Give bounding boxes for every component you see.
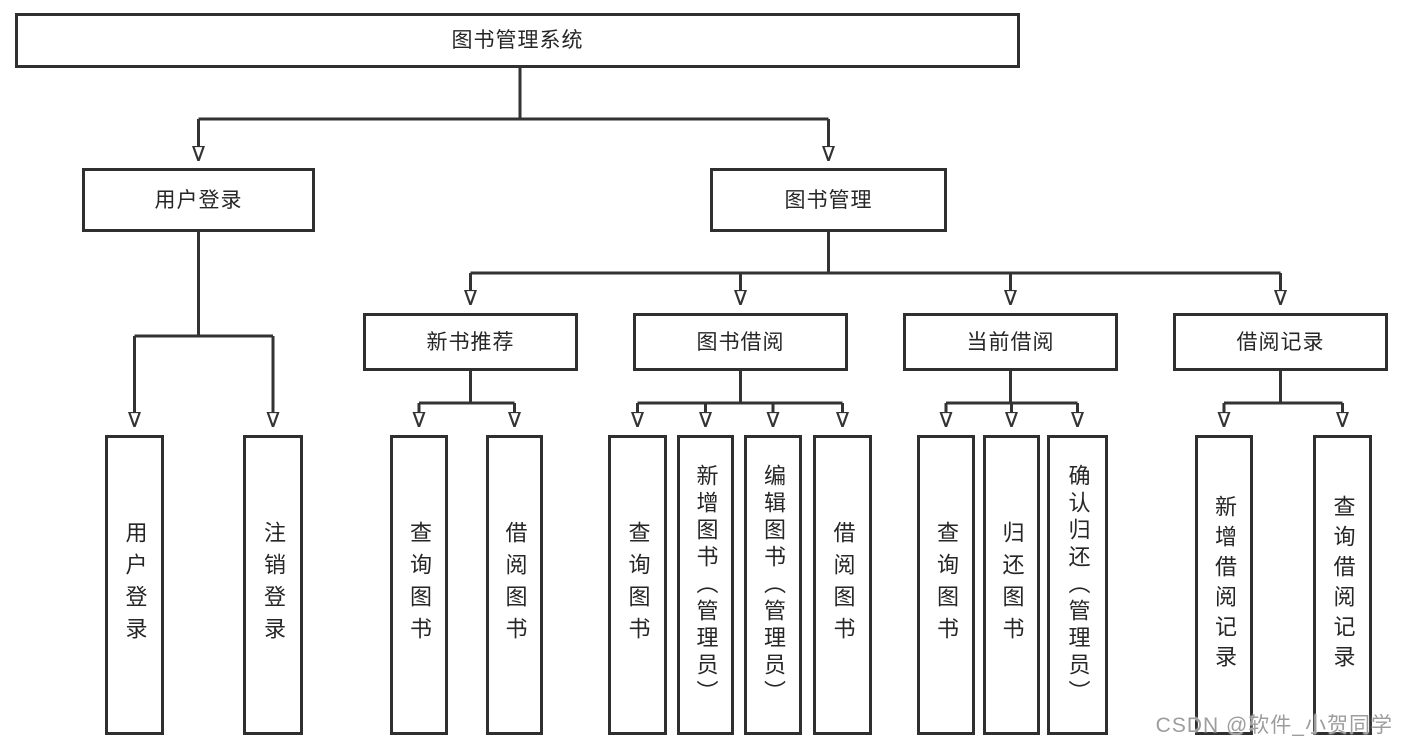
leaf-query-borrow-record: 查询借阅记录 (1313, 435, 1372, 735)
node-book-borrow: 图书借阅 (633, 313, 848, 371)
node-user-login: 用户登录 (82, 168, 315, 232)
leaf-user-login: 用户登录 (105, 435, 164, 735)
connector-borrow-records-split (1224, 371, 1343, 412)
csdn-watermark: CSDN @软件_小贺同学 (1155, 714, 1393, 737)
connector-user-login-split (135, 232, 274, 412)
leaf-logout: 注销登录 (243, 435, 303, 735)
leaf-borrow-books: 借阅图书 (813, 435, 872, 735)
leaf-edit-book-admin: 编辑图书（管理员） (744, 435, 802, 735)
leaf-query-books-recommend: 查询图书 (390, 435, 448, 735)
leaf-query-books-current: 查询图书 (917, 435, 975, 735)
connector-book-management-split (471, 232, 1281, 290)
node-current-borrow: 当前借阅 (903, 313, 1118, 371)
connector-new-book-split (419, 371, 515, 412)
connector-root-split (199, 68, 829, 146)
node-root-system: 图书管理系统 (15, 13, 1020, 68)
node-borrow-records: 借阅记录 (1173, 313, 1388, 371)
connector-book-borrow-split (638, 371, 843, 412)
leaf-confirm-return-admin: 确认归还（管理员） (1047, 435, 1108, 735)
leaf-add-borrow-record: 新增借阅记录 (1195, 435, 1253, 735)
leaf-return-book: 归还图书 (983, 435, 1040, 735)
leaf-query-books-borrow: 查询图书 (608, 435, 667, 735)
connector-current-borrow-split (946, 371, 1078, 412)
node-new-book-recommend: 新书推荐 (363, 313, 578, 371)
leaf-add-book-admin: 新增图书（管理员） (677, 435, 734, 735)
node-book-management: 图书管理 (710, 168, 947, 232)
leaf-borrow-books-recommend: 借阅图书 (486, 435, 543, 735)
